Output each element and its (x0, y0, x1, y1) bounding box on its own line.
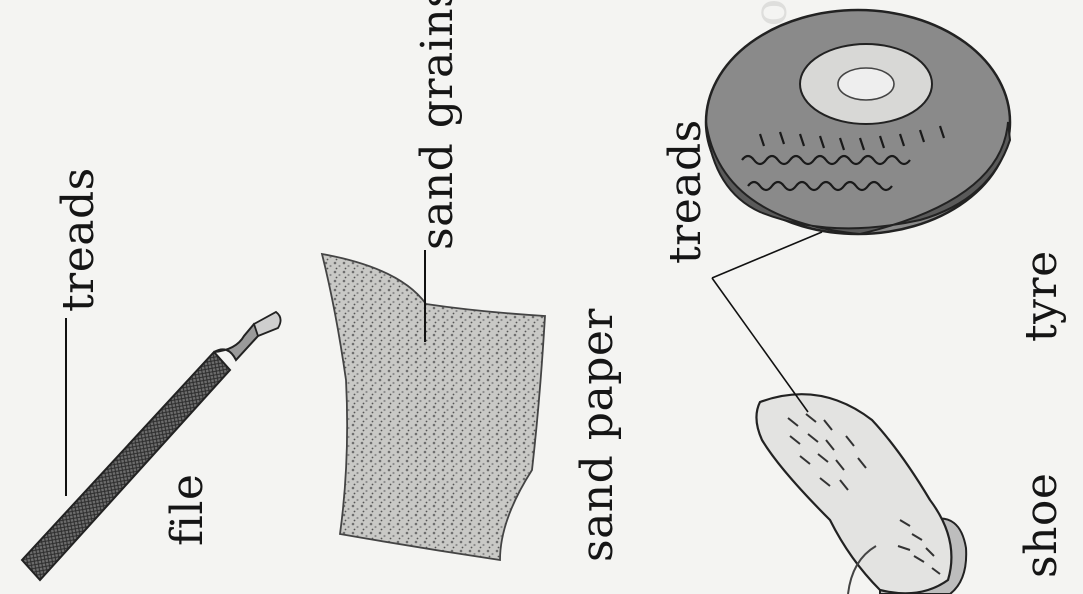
label-sand-paper: sand paper (572, 308, 623, 562)
tyre-drawing (706, 10, 1010, 234)
sandpaper-drawing (322, 254, 545, 560)
treads-shoe-tyre-leaders (712, 232, 822, 412)
label-treads-file: treads (53, 167, 104, 312)
file-drawing (22, 312, 281, 580)
label-sand-grains: sand grains (412, 0, 463, 250)
shoe-drawing (756, 394, 966, 594)
label-tyre: tyre (1016, 250, 1067, 342)
label-shoe: shoe (1016, 473, 1067, 578)
label-treads-shoe-tyre: treads (660, 119, 711, 264)
label-file: file (162, 474, 213, 546)
